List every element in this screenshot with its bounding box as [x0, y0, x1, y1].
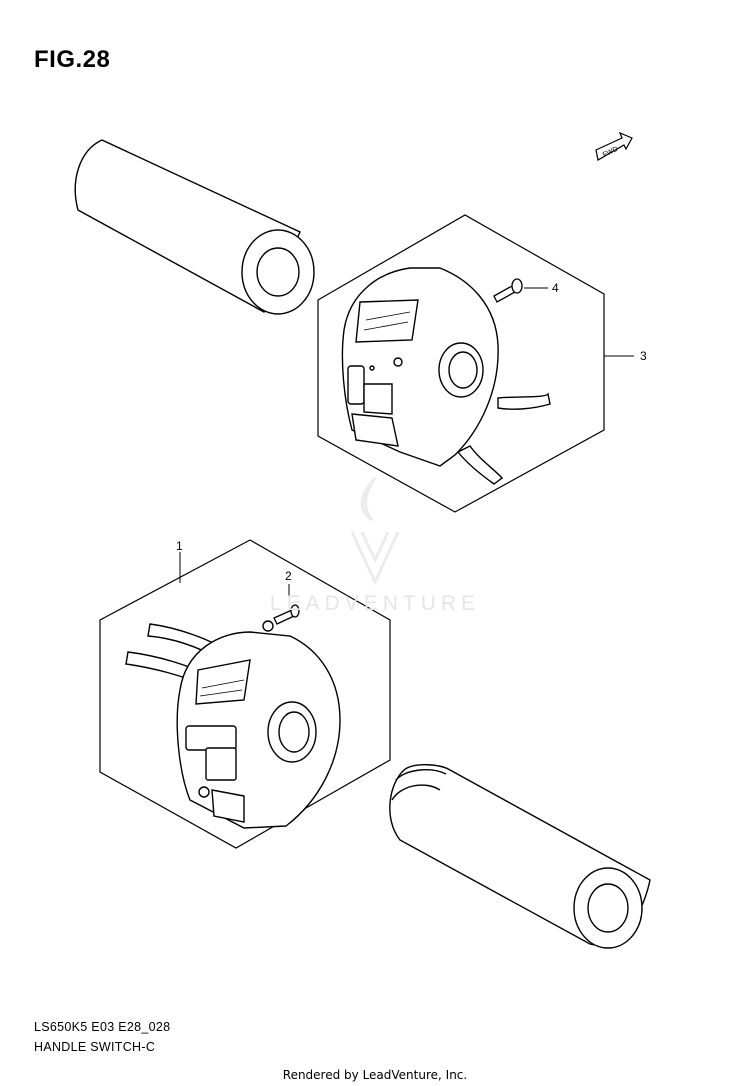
bolt-4	[493, 278, 523, 303]
right-handle-switch	[341, 267, 551, 485]
left-handlebar-grip	[74, 139, 315, 315]
callout-1: 1	[176, 539, 183, 553]
fwd-arrow-icon: FWD	[595, 131, 633, 161]
watermark-text: LEADVENTURE	[269, 592, 481, 615]
left-handle-switch	[125, 620, 341, 829]
callout-2: 2	[285, 569, 292, 583]
kit-boundary-1	[99, 539, 391, 849]
watermark-logo-icon	[350, 476, 400, 586]
render-credit: Rendered by LeadVenture, Inc.	[282, 1068, 468, 1082]
callout-4: 4	[552, 281, 559, 295]
right-handlebar-grip	[389, 764, 651, 949]
kit-boundary-3	[317, 214, 605, 513]
model-code: LS650K5 E03 E28_028	[34, 1020, 171, 1034]
figure-title: FIG.28	[34, 46, 111, 73]
callout-3: 3	[640, 349, 647, 363]
screw-2	[273, 604, 300, 625]
diagram-caption: HANDLE SWITCH-C	[34, 1040, 156, 1054]
